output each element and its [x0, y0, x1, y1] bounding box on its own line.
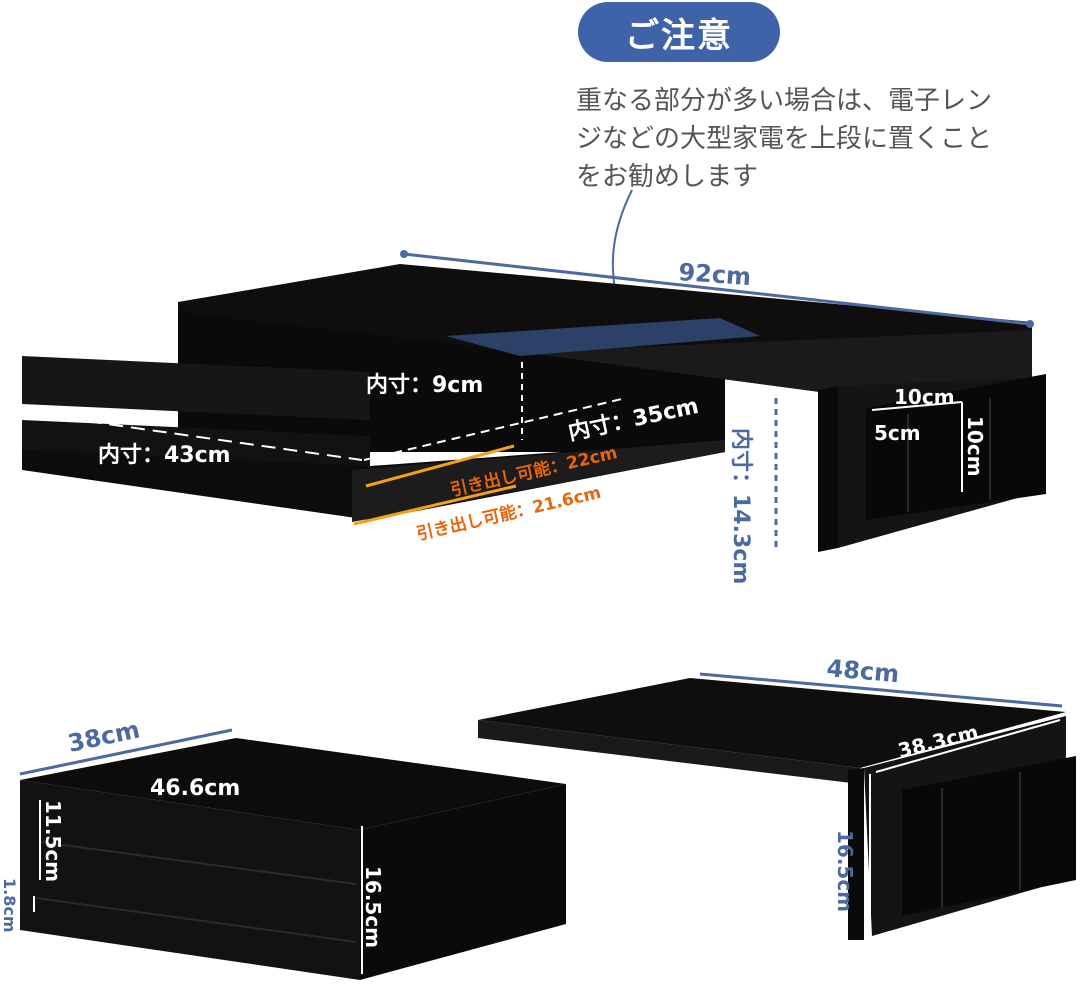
shelf-front-edge [478, 720, 860, 784]
dim-label-drawer-height: 11.5cm [41, 800, 65, 882]
dim-label-base-gap: 1.8cm [0, 878, 19, 933]
dim-label-shelf-width: 48cm [825, 654, 900, 688]
dim-label-pocket-height: 10cm [963, 416, 987, 477]
dim-line-shelf-depth [875, 719, 1061, 773]
side-pocket [866, 374, 1046, 520]
drawer-unit-top [20, 738, 566, 830]
shelf-pocket [902, 756, 1076, 916]
caution-line: ジなどの大型家電を上段に置くこと [576, 124, 993, 154]
dim-label-width: 92cm [678, 258, 752, 291]
drawer-seam [39, 841, 357, 885]
shelf-unit: 48cm 38.3cm 16.5cm [478, 654, 1076, 940]
dim-line-shelf-width [699, 672, 1063, 708]
dim-line-depth [19, 728, 233, 776]
dim-label-pocket-depth: 5cm [874, 421, 921, 445]
dim-line-width [403, 252, 1031, 326]
dim-line-pocket-width [871, 401, 963, 411]
dim-label-inner-height: 内寸：9cm [366, 373, 483, 398]
dim-label-pocket-width: 10cm [894, 385, 955, 409]
drawer-unit: 38cm 46.6cm 11.5cm 1.8cm 16.5cm [0, 715, 566, 980]
overlap-highlight [446, 318, 760, 356]
caution-line: をお勧めします [576, 162, 759, 192]
dim-label-inner-length: 内寸：43cm [98, 443, 231, 468]
dim-label-total-height: 16.5cm [361, 866, 385, 948]
dim-line-inner-length [21, 411, 363, 461]
dim-label-shelf-height: 16.5cm [833, 830, 857, 912]
dim-label-drawer-width: 46.6cm [150, 776, 240, 801]
dim-endpoint [1026, 320, 1034, 328]
dim-endpoint [400, 250, 408, 258]
top-assembly: 92cm 内寸：9cm 内寸：35cm 内寸：43cm 引き出し可能：22cm … [21, 250, 1046, 584]
drawer-unit-side [360, 784, 566, 980]
caution-badge: ご注意 [578, 2, 780, 62]
shelf-leg [848, 768, 864, 940]
pull-line-lower [353, 484, 517, 526]
shelf-top [478, 678, 1066, 768]
top-shelf-front [520, 330, 1032, 392]
dim-label-clearance: 内寸：14.3cm [728, 428, 753, 584]
pull-line-upper [365, 444, 515, 488]
caution-note: 重なる部分が多い場合は、電子レン ジなどの大型家電を上段に置くこと をお勧めしま… [576, 82, 1046, 196]
right-leg [818, 386, 838, 552]
drawer-seam [35, 897, 357, 943]
drawer-rail [22, 356, 370, 420]
caution-line: 重なる部分が多い場合は、電子レン [576, 86, 993, 116]
